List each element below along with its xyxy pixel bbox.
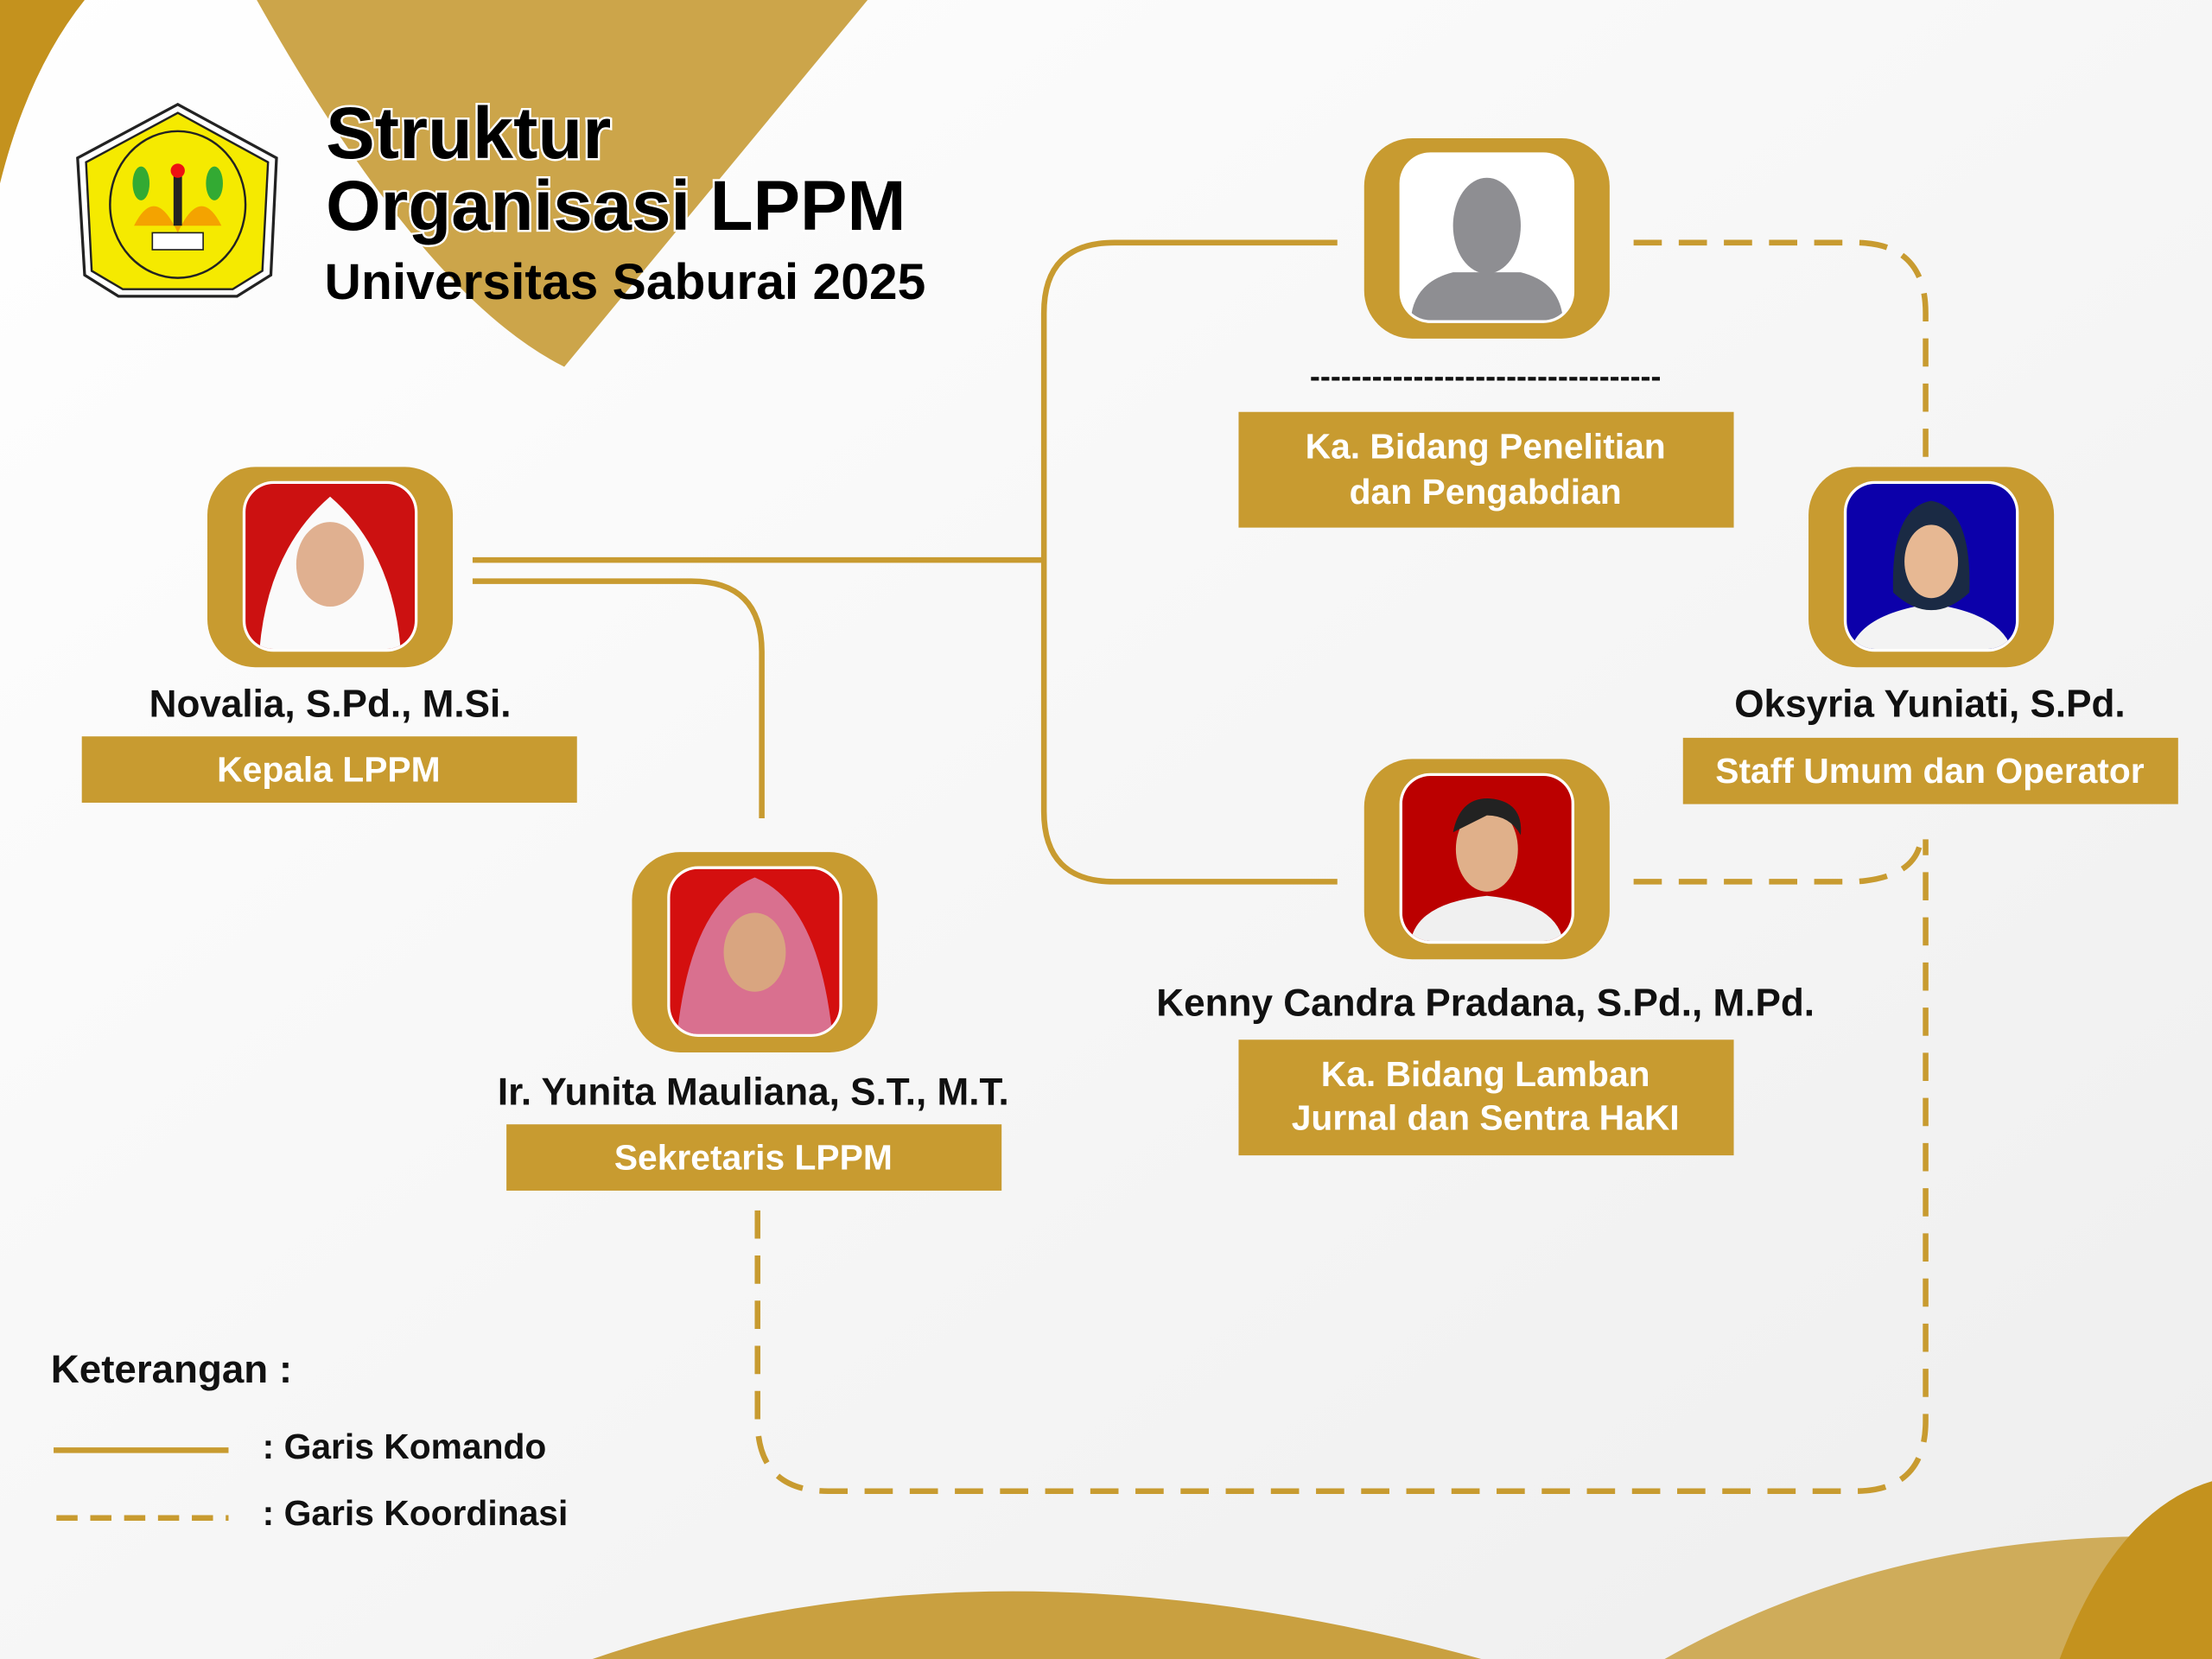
member-name: Kenny Candra Pradana, S.Pd., M.Pd. xyxy=(1156,982,1815,1025)
bg-shape-corner xyxy=(2059,1481,2212,1659)
member-card-staff: Oksyria Yuniati, S.Pd. Staff Umum dan Op… xyxy=(1682,467,2178,804)
role-box xyxy=(1238,1039,1734,1156)
member-name: Novalia, S.Pd., M.Si. xyxy=(149,683,512,725)
title-line2: Organisasi LPPM xyxy=(326,167,906,245)
member-card-ka-bidang-lamban: Kenny Candra Pradana, S.Pd., M.Pd. Ka. B… xyxy=(1156,759,1815,1156)
role-box xyxy=(1682,737,2178,804)
command-line-fields xyxy=(1040,239,1338,885)
member-name-placeholder: ---------------------------------- xyxy=(1310,358,1662,393)
command-line-secretary xyxy=(472,578,765,818)
role-label-line2: dan Pengabdian xyxy=(1350,472,1622,512)
coordination-lines xyxy=(754,239,1929,1494)
member-photo xyxy=(245,484,415,650)
member-name: Ir. Yunita Mauliana, S.T., M.T. xyxy=(498,1071,1009,1113)
member-card-ka-bidang-penelitian: ---------------------------------- Ka. B… xyxy=(1238,138,1734,528)
bg-shape-top xyxy=(257,0,868,367)
role-label: Kepala LPPM xyxy=(217,749,440,789)
title-line1: Struktur xyxy=(326,92,611,174)
bg-shape-bottom xyxy=(592,1591,1482,1659)
bg-shape-top-left xyxy=(0,0,85,184)
role-label-line1: Ka. Bidang Penelitian xyxy=(1306,427,1666,467)
role-label-line1: Ka. Bidang Lamban xyxy=(1321,1054,1650,1094)
member-name: Oksyria Yuniati, S.Pd. xyxy=(1734,683,2125,725)
legend-title: Keterangan : xyxy=(51,1347,292,1391)
legend-solid-label: : Garis Komando xyxy=(263,1427,547,1466)
role-label: Sekretaris LPPM xyxy=(614,1137,893,1177)
member-photo xyxy=(1402,775,1572,941)
person-placeholder-icon xyxy=(1402,155,1572,321)
role-label: Staff Umum dan Operator xyxy=(1715,751,2145,791)
university-logo xyxy=(76,102,278,298)
command-lines xyxy=(472,239,1338,885)
role-label-line2: Jurnal dan Sentra HaKI xyxy=(1292,1098,1680,1138)
subtitle: Universitas Saburai 2025 xyxy=(325,254,926,310)
member-card-sekretaris: Ir. Yunita Mauliana, S.T., M.T. Sekretar… xyxy=(498,852,1009,1191)
role-box xyxy=(506,1124,1002,1191)
coordination-line-top xyxy=(1633,239,1929,466)
role-box xyxy=(1238,411,1734,528)
legend: Keterangan : : Garis Komando : Garis Koo… xyxy=(51,1347,569,1533)
coordination-line-bottom xyxy=(754,839,1929,1494)
role-box xyxy=(81,736,577,803)
member-card-kepala: Novalia, S.Pd., M.Si. Kepala LPPM xyxy=(81,467,577,803)
member-photo xyxy=(1847,484,2017,650)
legend-dashed-label: : Garis Koordinasi xyxy=(263,1493,569,1533)
member-photo xyxy=(670,868,840,1034)
